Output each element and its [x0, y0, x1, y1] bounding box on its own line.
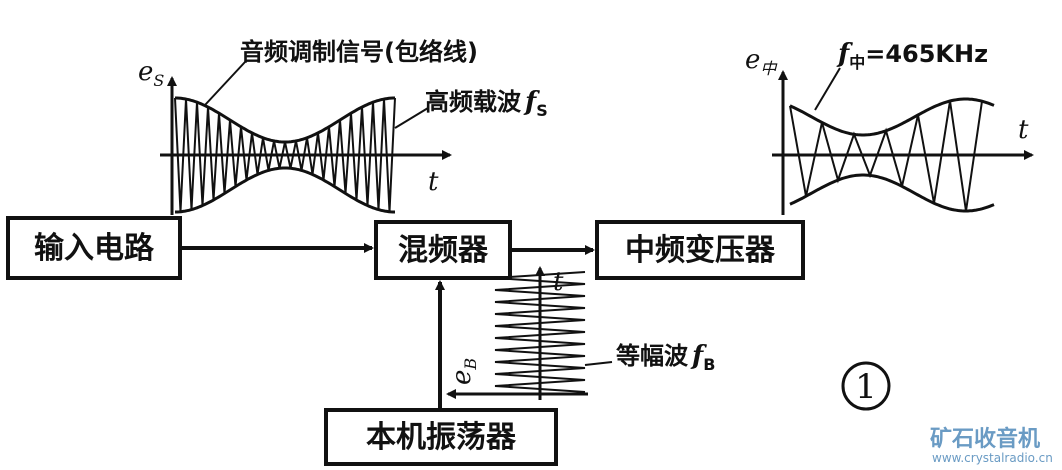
- osc-wave-amp-label: eB: [447, 358, 480, 385]
- if-transformer-block: 中频变压器: [595, 220, 805, 280]
- figure-number-text: 1: [855, 367, 877, 407]
- watermark-url: www.crystalradio.cn: [932, 451, 1053, 465]
- mixer-label: 混频器: [398, 233, 489, 268]
- figure-number: 1: [841, 361, 891, 411]
- watermark: 矿石收音机 www.crystalradio.cn: [930, 426, 1053, 465]
- output-envelope-top: [789, 97, 995, 137]
- osc-wave-time-label: t: [553, 267, 564, 297]
- output-wave-x-label: t: [1018, 115, 1029, 145]
- carrier-leader: [394, 107, 429, 129]
- input-circuit-block: 输入电路: [6, 216, 182, 280]
- input-wave-x-label: t: [428, 167, 439, 197]
- envelope-leader: [204, 61, 246, 106]
- output-if-wave: [789, 100, 983, 212]
- osc-constant-amplitude-wave: [494, 271, 586, 393]
- output-envelope-bottom: [789, 173, 995, 213]
- input-wave-y-label: eS: [138, 57, 164, 90]
- input-carrier-wave: [174, 97, 396, 212]
- if-transformer-label: 中频变压器: [625, 233, 776, 268]
- output-wave-y-label: e中: [745, 45, 778, 78]
- osc-wave-leader: [584, 361, 613, 366]
- local-oscillator-label: 本机振荡器: [366, 420, 517, 455]
- output-waveform: e中 t f中=465KHz: [745, 39, 1034, 215]
- mixer-block: 混频器: [374, 220, 512, 280]
- input-envelope-bottom: [175, 166, 395, 214]
- input-circuit-label: 输入电路: [34, 231, 155, 266]
- watermark-site-name: 矿石收音机: [930, 426, 1040, 452]
- local-oscillator-block: 本机振荡器: [324, 408, 558, 466]
- if-freq-label: f中=465KHz: [836, 39, 988, 72]
- if-freq-leader: [814, 67, 841, 111]
- envelope-label: 音频调制信号(包络线): [240, 38, 478, 66]
